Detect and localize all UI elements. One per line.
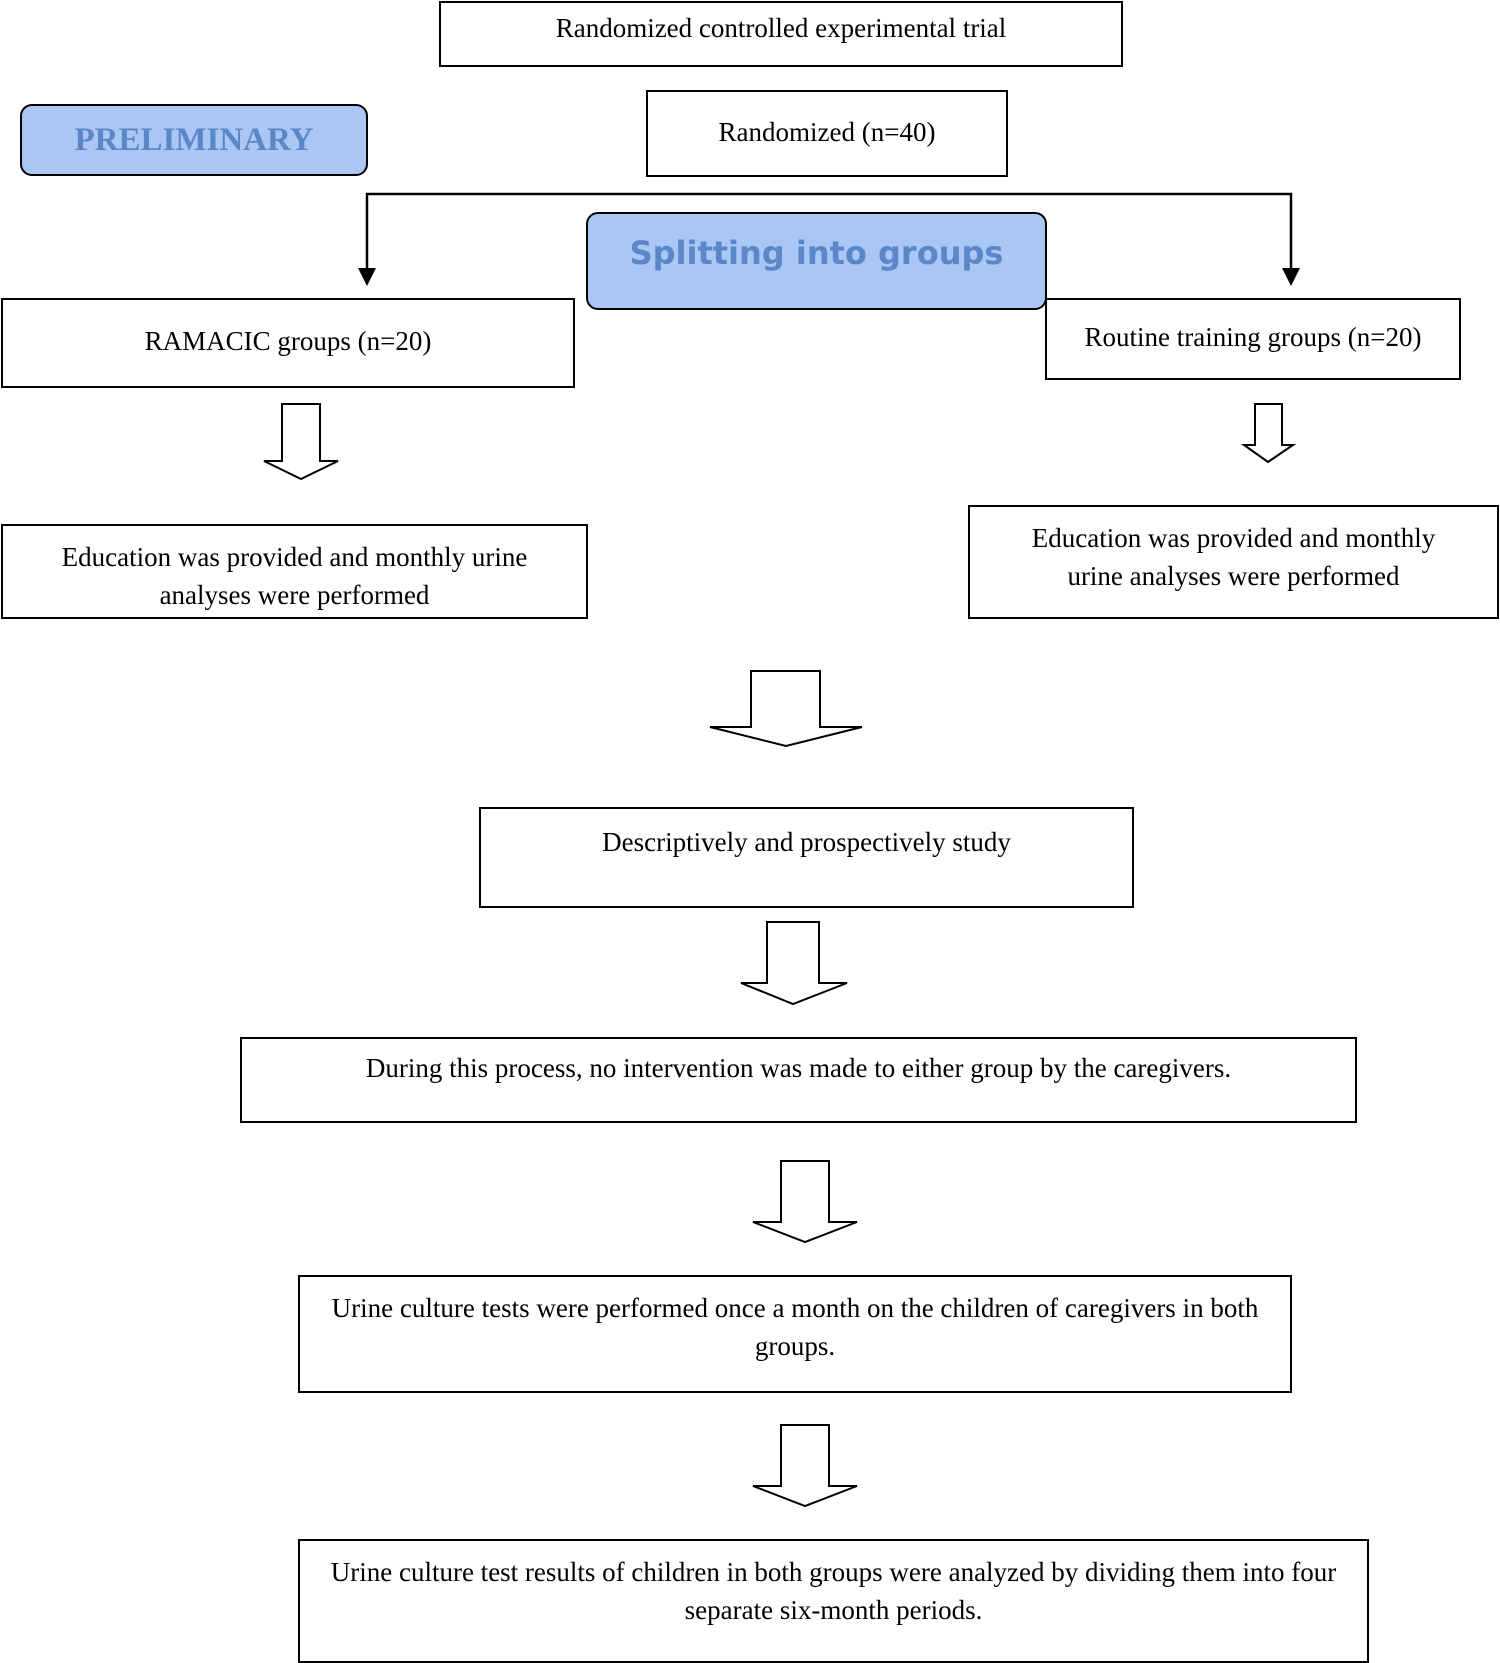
preliminary-label: PRELIMINARY (20, 104, 368, 176)
block-arrow-center-2 (740, 921, 848, 1006)
randomized-trial-box: Randomized controlled experimental trial (439, 1, 1123, 67)
splitting-into-groups-label: Splitting into groups (586, 212, 1047, 310)
arrowhead-left (358, 268, 376, 286)
urine-results-box: Urine culture test results of children i… (298, 1539, 1369, 1663)
education-left-box: Education was provided and monthly urine… (1, 524, 588, 619)
block-arrow-center-1 (709, 670, 863, 748)
randomized-box: Randomized (n=40) (646, 90, 1008, 177)
arrowhead-right (1282, 268, 1300, 286)
block-arrow-center-4 (752, 1424, 858, 1508)
routine-training-groups-box: Routine training groups (n=20) (1045, 298, 1461, 380)
ramacic-groups-box: RAMACIC groups (n=20) (1, 298, 575, 388)
urine-culture-tests-box: Urine culture tests were performed once … (298, 1275, 1292, 1393)
block-arrow-right (1240, 403, 1297, 464)
descriptive-study-box: Descriptively and prospectively study (479, 807, 1134, 908)
no-intervention-box: During this process, no intervention was… (240, 1037, 1357, 1123)
block-arrow-left (263, 403, 339, 481)
block-arrow-center-3 (752, 1160, 858, 1244)
education-right-box: Education was provided and monthly urine… (968, 505, 1499, 619)
split-connector (365, 192, 1293, 280)
